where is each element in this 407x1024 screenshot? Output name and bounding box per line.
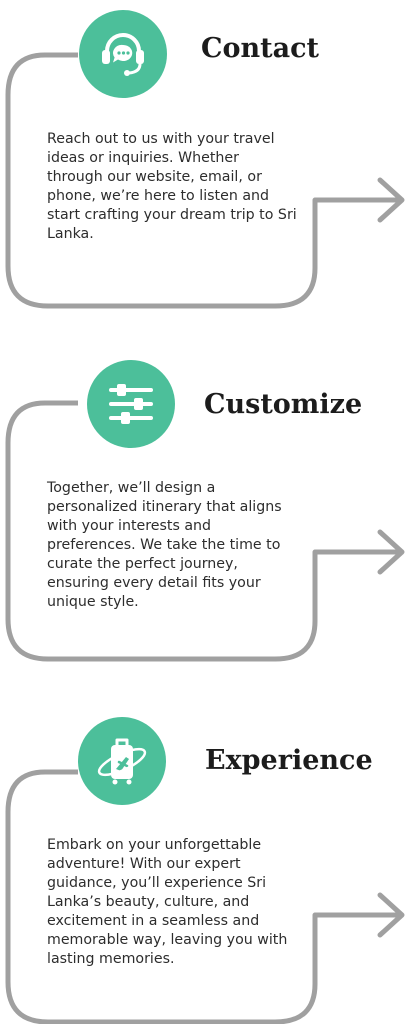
step-title: Customize [204,389,363,420]
step-description: Reach out to us with your travel ideas o… [47,131,297,242]
step-frame [5,400,405,662]
arrow-right-icon [377,892,405,938]
step-experience: Experience Embark on your unforgettable … [0,690,407,1024]
step-customize: Customize Together, we’ll design a perso… [0,355,407,685]
step-contact: Contact Reach out to us with your travel… [0,0,407,330]
step-description: Together, we’ll design a personalized it… [47,480,282,610]
step-title: Contact [201,33,320,64]
step-title: Experience [205,745,373,776]
luggage-plane-icon [78,717,166,805]
step-description: Embark on your unforgettable adventure! … [47,837,288,967]
step-frame [5,769,405,1024]
arrow-right-icon [377,529,405,575]
sliders-icon [87,360,175,448]
headset-chat-icon [79,10,167,98]
step-frame [5,52,405,309]
arrow-right-icon [377,177,405,223]
